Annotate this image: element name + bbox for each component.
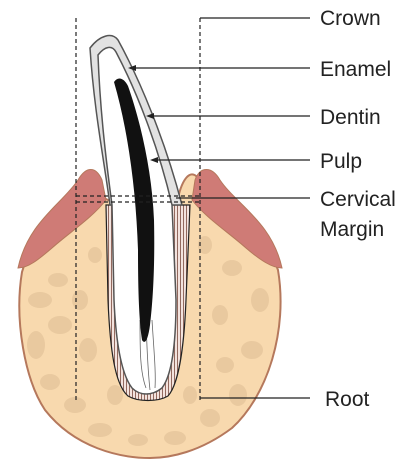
label-margin: Margin: [320, 218, 384, 241]
label-dentin: Dentin: [320, 106, 381, 129]
label-root: Root: [325, 388, 370, 411]
label-cervical: Cervical: [320, 188, 396, 211]
label-pulp: Pulp: [320, 150, 362, 173]
label-enamel: Enamel: [320, 58, 391, 81]
label-crown: Crown: [320, 7, 381, 30]
